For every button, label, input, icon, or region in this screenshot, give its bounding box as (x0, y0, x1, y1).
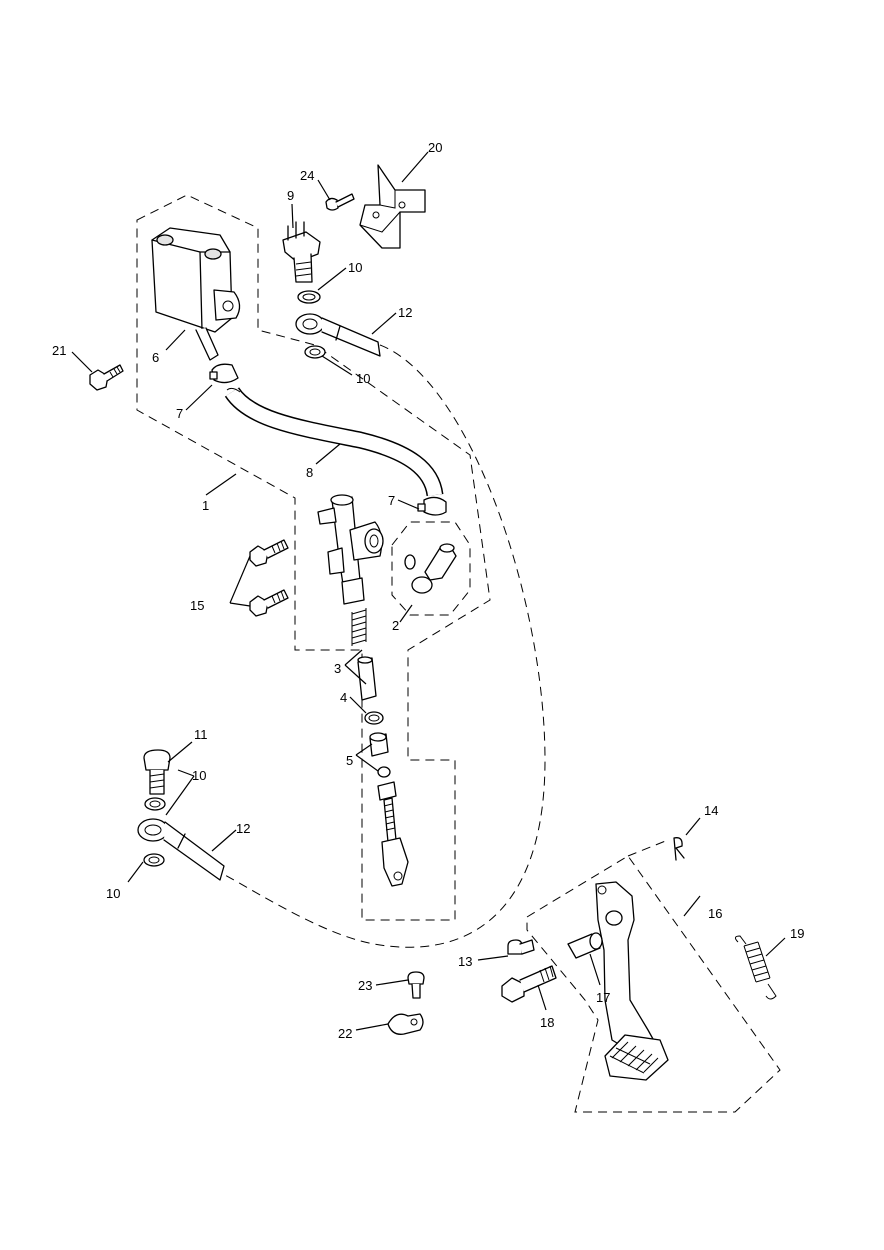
hose-clip-lower (417, 496, 447, 516)
callout-5: 5 (346, 753, 353, 768)
callout-9: 9 (287, 188, 294, 203)
bracket-part-20 (359, 164, 426, 249)
brake-pedal-part-16 (595, 881, 669, 1081)
pivot-bolt-part-18 (501, 965, 557, 1003)
callout-7-lower: 7 (388, 493, 395, 508)
callout-10-top-2: 10 (356, 371, 370, 386)
callout-12-lower: 12 (236, 821, 250, 836)
bolt-part-15-upper (249, 539, 289, 567)
leader-lines (71, 151, 786, 1031)
washer-part-top-2 (304, 345, 326, 359)
callout-4: 4 (340, 690, 347, 705)
callout-11: 11 (194, 727, 208, 742)
callout-18: 18 (540, 1015, 554, 1030)
callout-15: 15 (190, 598, 204, 613)
bolt-part-21 (89, 364, 124, 391)
callout-16: 16 (708, 906, 722, 921)
callout-labels: 1 2 3 4 5 6 7 7 8 9 10 10 10 10 11 12 12… (52, 140, 804, 1041)
banjo-bolt-part-11 (143, 749, 171, 795)
pushrod-part (377, 766, 409, 887)
group-outline-brake-pedal (526, 855, 781, 1113)
seal-part-4 (364, 711, 384, 725)
washer-part-lower-1 (144, 797, 166, 811)
callout-24: 24 (300, 168, 314, 183)
callout-1: 1 (202, 498, 209, 513)
group-outline-master-cylinder (136, 194, 491, 921)
callout-14: 14 (704, 803, 718, 818)
clip-part-22 (387, 1013, 424, 1035)
r-clip-part-14 (673, 837, 685, 861)
banjo-hose-top (295, 313, 381, 357)
spring-part-3 (351, 608, 367, 646)
callout-13: 13 (458, 954, 472, 969)
reservoir-hose (224, 386, 444, 497)
callout-10-top-1: 10 (348, 260, 362, 275)
boot-part-5 (369, 732, 389, 757)
return-spring-part-19 (734, 935, 777, 1000)
washer-part-top-1 (297, 290, 321, 304)
bolt-part-15-lower (249, 589, 289, 617)
hose-clip-upper (209, 363, 239, 384)
union-fitting-part-2 (404, 543, 457, 594)
group-outline-pedal-tail (627, 839, 669, 857)
bush-part-17 (567, 932, 603, 959)
hose-route-line (224, 344, 546, 948)
piston-part-3 (357, 656, 377, 701)
brake-switch-part (282, 221, 321, 283)
callout-6: 6 (152, 350, 159, 365)
washer-part-lower-2 (143, 853, 165, 867)
screw-part-24 (325, 193, 355, 211)
callout-23: 23 (358, 978, 372, 993)
master-cylinder-body (317, 494, 384, 605)
callout-20: 20 (428, 140, 442, 155)
callout-19: 19 (790, 926, 804, 941)
callout-7-upper: 7 (176, 406, 183, 421)
callout-8: 8 (306, 465, 313, 480)
callout-12-top: 12 (398, 305, 412, 320)
callout-22: 22 (338, 1026, 352, 1041)
screw-part-23 (407, 971, 425, 999)
callout-3: 3 (334, 661, 341, 676)
callout-10-lower-1: 10 (192, 768, 206, 783)
pin-part-13 (507, 939, 535, 955)
callout-21: 21 (52, 343, 66, 358)
banjo-hose-lower (137, 818, 225, 881)
callout-2: 2 (392, 618, 399, 633)
reservoir-part (151, 227, 241, 361)
callout-17: 17 (596, 990, 610, 1005)
callout-10-lower-2: 10 (106, 886, 120, 901)
